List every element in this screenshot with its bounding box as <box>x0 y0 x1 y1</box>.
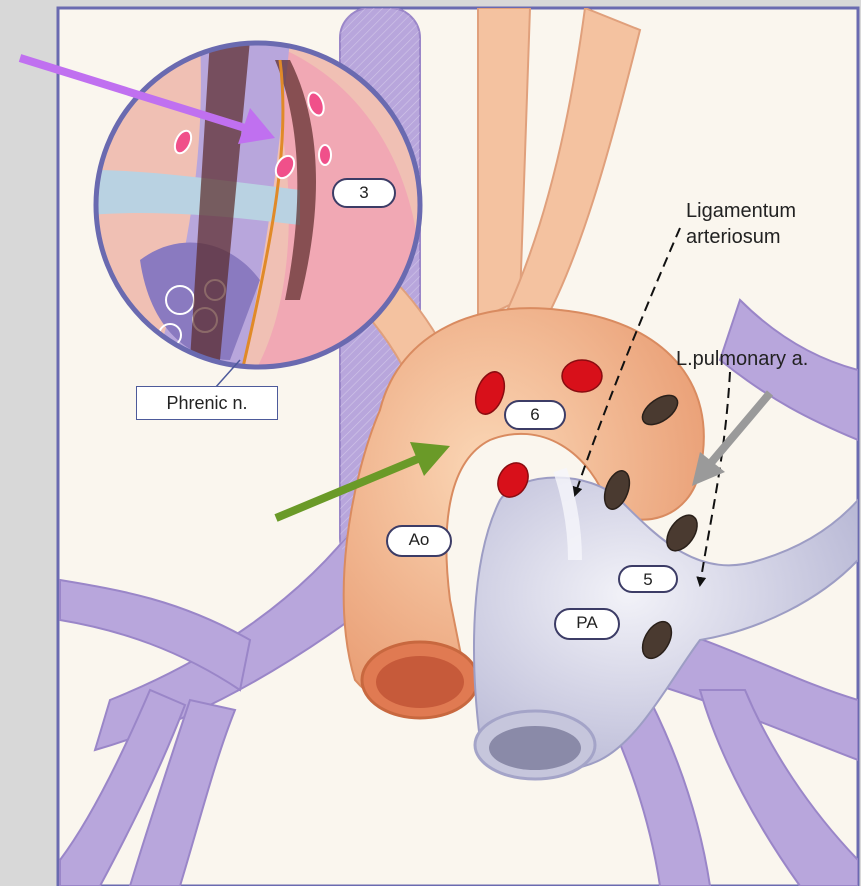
l-pulmonary-label: L.pulmonary a. <box>676 348 808 370</box>
phrenic-label: Phrenic n. <box>136 386 278 420</box>
arch-6-label: 6 <box>504 400 566 430</box>
ligamentum-label-line2: arteriosum <box>686 226 780 248</box>
pulmonary-artery-label: PA <box>554 608 620 640</box>
arch-5-label: 5 <box>618 565 678 593</box>
aorta-label: Ao <box>386 525 452 557</box>
arch-3-label: 3 <box>332 178 396 208</box>
ligamentum-label-line1: Ligamentum <box>686 200 796 222</box>
